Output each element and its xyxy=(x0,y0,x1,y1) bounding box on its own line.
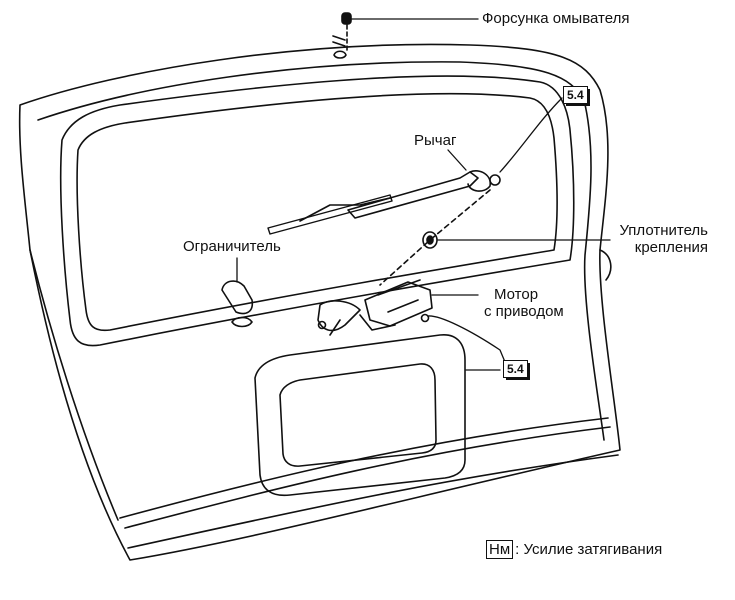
nozzle-clip xyxy=(332,35,346,47)
wiper-arm xyxy=(347,171,479,219)
liftgate-outer-outline xyxy=(18,43,621,561)
liftgate-body xyxy=(18,43,621,561)
torque-box-arm-nut: 5.4 xyxy=(563,86,590,106)
motor-bolt-leader xyxy=(427,315,506,363)
limiter-base xyxy=(231,316,253,328)
nozzle-mount-hole xyxy=(333,50,347,59)
torque-box-motor-bolt: 5.4 xyxy=(503,360,530,380)
torque-unit-box: Нм xyxy=(486,540,514,559)
motor-label-2: с приводом xyxy=(484,303,564,320)
limiter-part xyxy=(221,257,254,328)
license-plate-recess xyxy=(254,334,501,497)
arm-nut xyxy=(489,174,501,186)
lever-label: Рычаг xyxy=(414,132,457,149)
motor-label-1: Мотор xyxy=(494,286,539,303)
motor-housing-detail xyxy=(377,279,421,313)
lever-leader-line xyxy=(447,149,467,171)
wiper-arm-pivot xyxy=(467,170,491,192)
arm-torque-leader xyxy=(499,97,563,173)
mount-seal xyxy=(422,231,438,249)
window-outer-frame xyxy=(59,75,575,347)
motor-bolt-left xyxy=(317,320,327,330)
limiter-label: Ограничитель xyxy=(183,238,281,255)
mount-seal-part xyxy=(422,231,611,249)
plate-recess-outer xyxy=(254,334,466,497)
left-edge-return xyxy=(29,249,119,521)
motor-body xyxy=(364,281,433,327)
motor-bolt-right xyxy=(420,313,430,323)
washer-nozzle-assembly xyxy=(332,12,479,59)
wiper-assembly xyxy=(267,170,501,286)
washer-nozzle xyxy=(341,12,352,25)
lower-rib-1 xyxy=(119,417,609,519)
plate-recess-inner xyxy=(279,363,437,467)
right-edge-notch xyxy=(599,249,612,281)
liftgate-inner-contour xyxy=(37,61,605,441)
torque-legend-text: : Усилие затягивания xyxy=(515,541,663,558)
motor-assembly xyxy=(317,279,506,363)
window-glass-edge xyxy=(76,92,558,332)
wiper-blade xyxy=(267,194,393,235)
mount-seal-inner xyxy=(426,235,434,245)
limiter xyxy=(221,280,254,315)
lower-rib-2 xyxy=(124,426,611,529)
rear-window xyxy=(59,75,575,347)
mount-seal-label-1: Уплотнитель xyxy=(619,222,708,239)
mount-seal-label-2: крепления xyxy=(634,239,708,256)
motor-bracket xyxy=(317,300,361,332)
motor-linkage xyxy=(329,314,396,336)
torque-legend: Нм: Усилие затягивания xyxy=(486,540,662,560)
bottom-rib xyxy=(127,454,619,549)
washer-nozzle-label: Форсунка омывателя xyxy=(482,10,630,27)
